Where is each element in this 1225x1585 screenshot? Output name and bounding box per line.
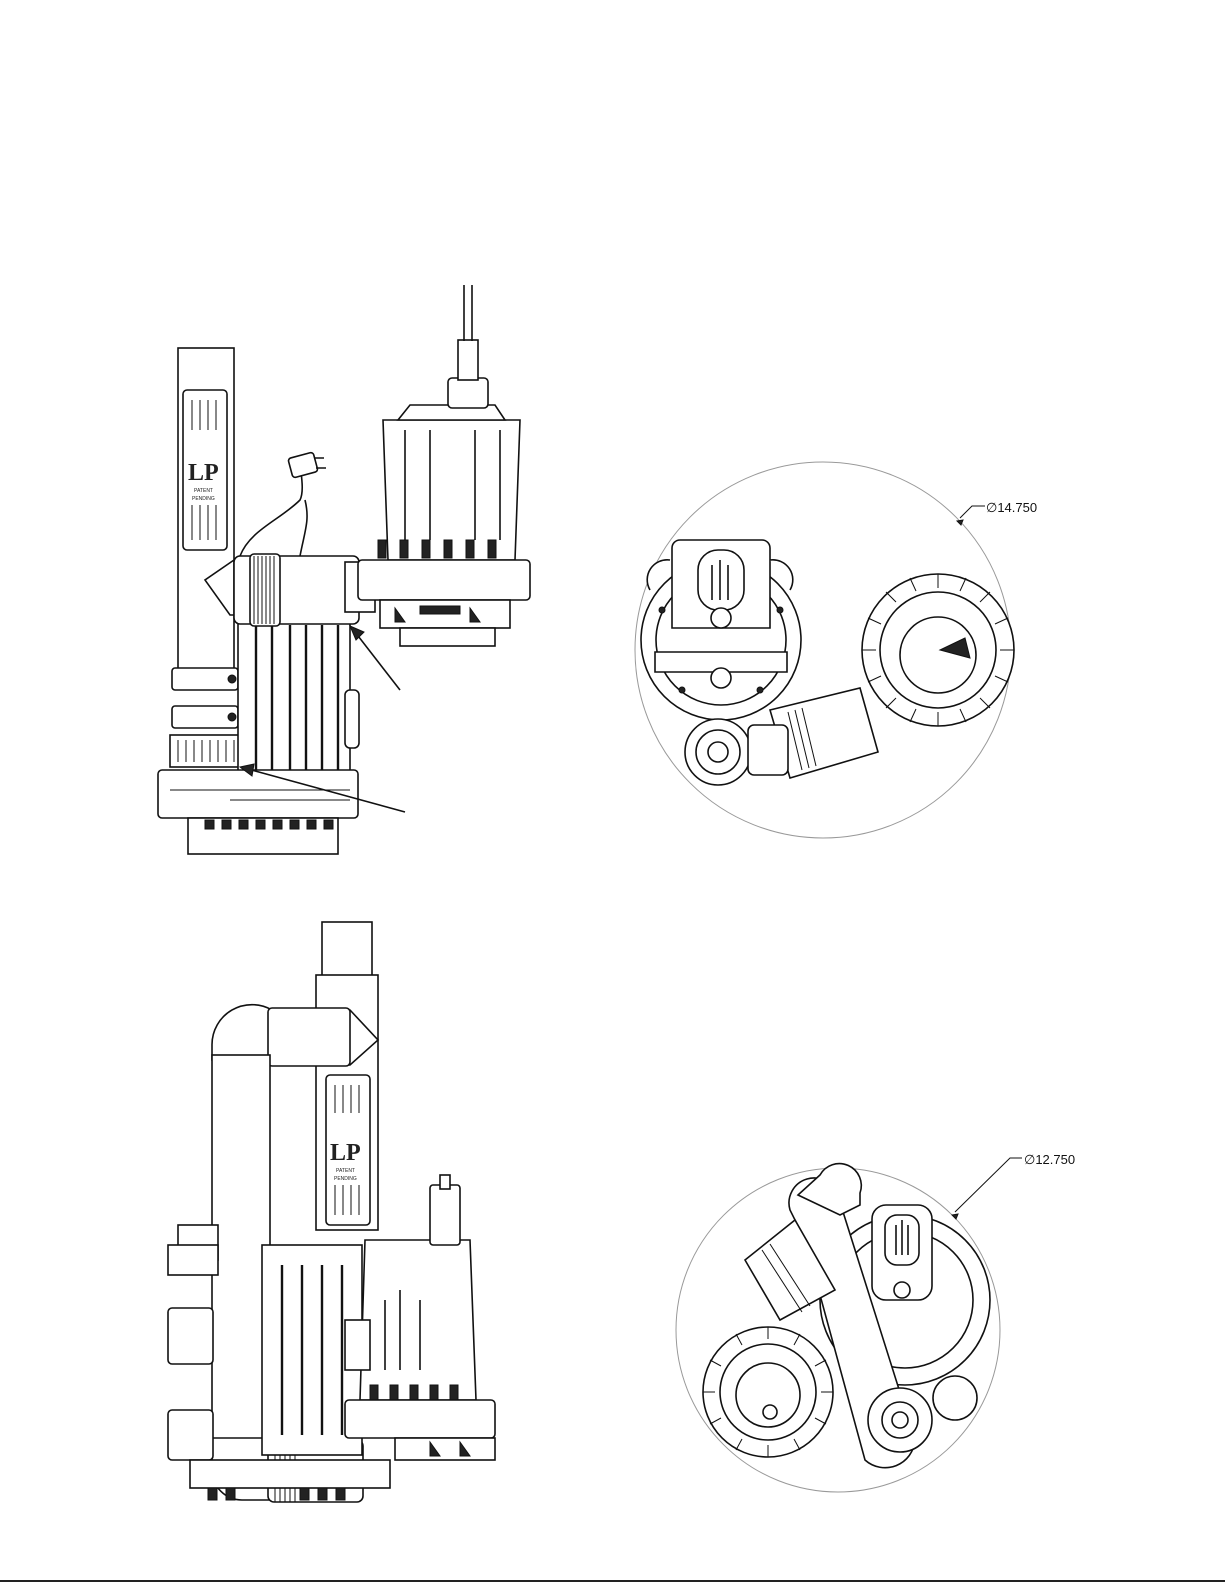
svg-text:PATENT: PATENT [336, 1168, 355, 1174]
check-valve-2: LP PATENT PENDING [326, 1075, 370, 1225]
svg-text:PENDING: PENDING [334, 1176, 357, 1182]
svg-text:PENDING: PENDING [192, 496, 215, 502]
side-view-2: LP PATENT PENDING [168, 922, 495, 1502]
check-valve-1: LP PATENT PENDING [183, 390, 227, 550]
side-view-1: LP PATENT PENDING [158, 285, 530, 854]
logo-text-1: LP [188, 460, 219, 486]
footer-rule [0, 1580, 1225, 1582]
top-view-1: ∅14.750 [635, 462, 1037, 838]
pointer-arrow-1 [350, 626, 400, 690]
logo-text-2: LP [330, 1140, 361, 1166]
dimension-label-1: ∅14.750 [986, 500, 1037, 515]
svg-text:PATENT: PATENT [194, 488, 213, 494]
dimension-label-2: ∅12.750 [1024, 1152, 1075, 1167]
backup-pump-1 [358, 285, 530, 646]
top-view-2: ∅12.750 [676, 1152, 1075, 1492]
